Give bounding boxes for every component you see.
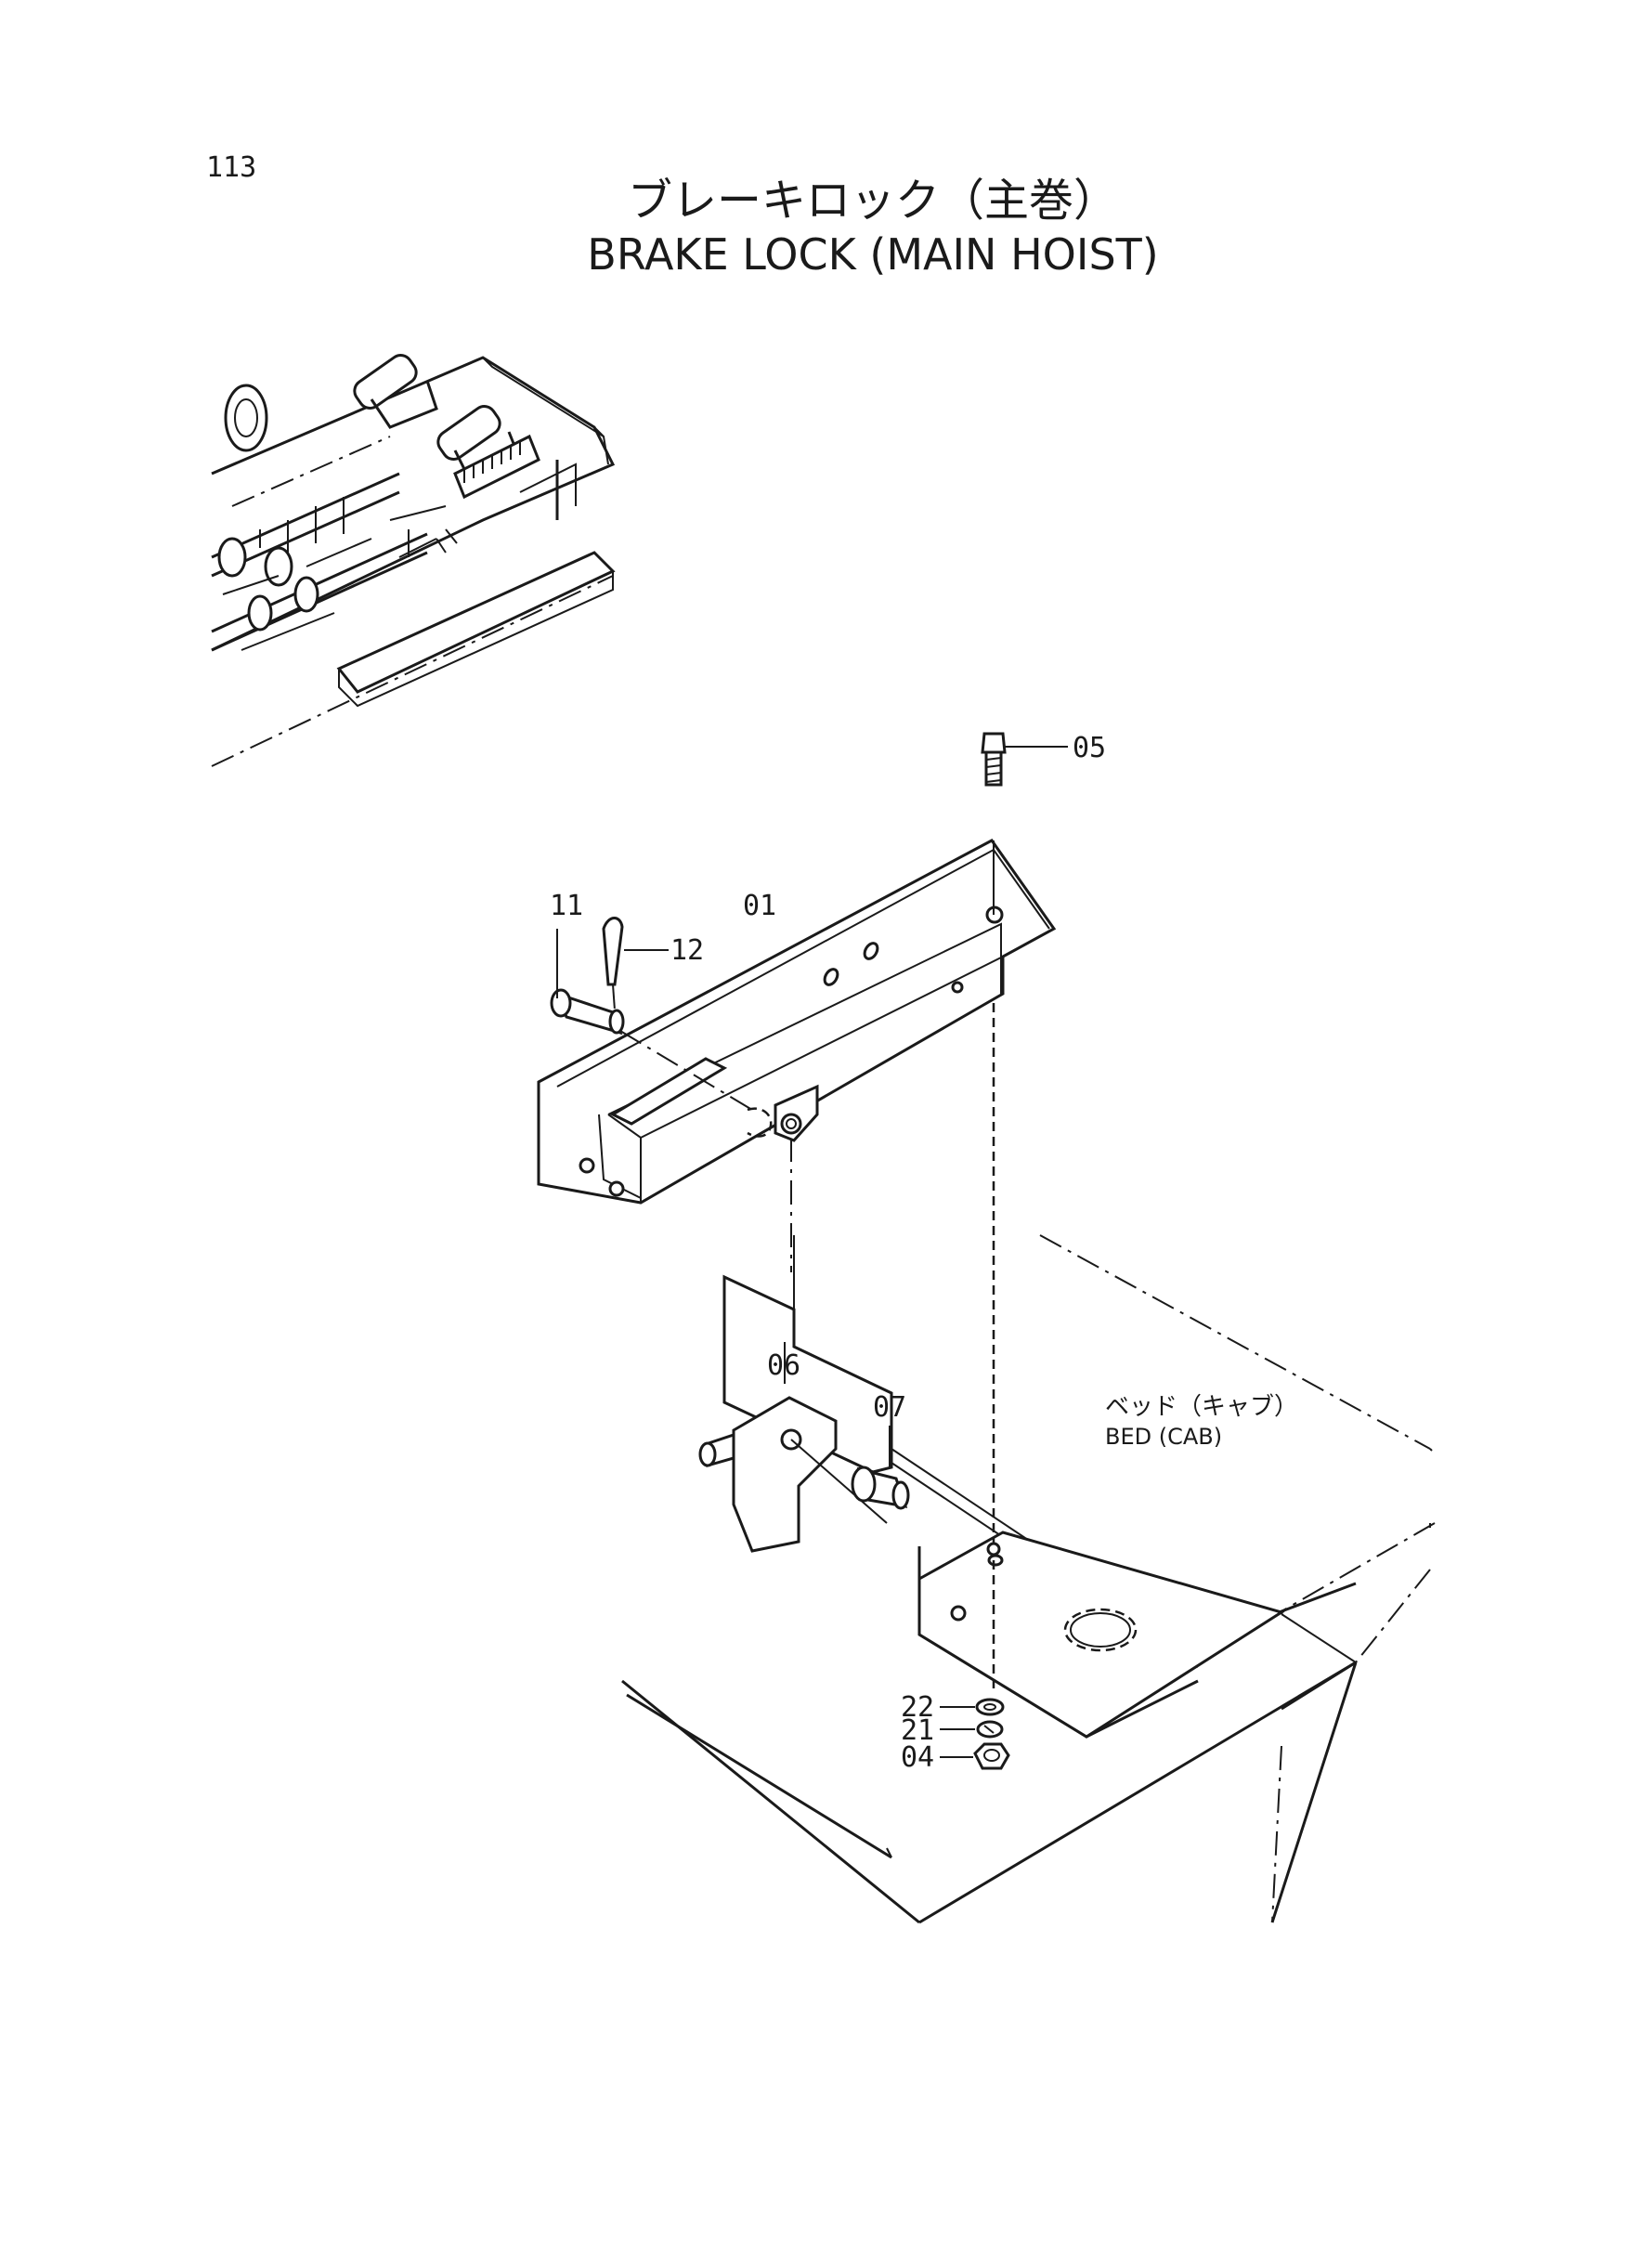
bolt-05 [981, 732, 1068, 1690]
callout-05: 05 [1073, 732, 1106, 764]
callout-01: 01 [743, 890, 776, 922]
callout-22: 22 [901, 1691, 934, 1724]
callout-07: 07 [873, 1391, 906, 1424]
page-number: 113 [206, 151, 256, 184]
callout-21: 21 [901, 1714, 934, 1747]
title-english: BRAKE LOCK (MAIN HOIST) [587, 229, 1158, 280]
lock-washer-21 [940, 1720, 1004, 1739]
title-japanese: ブレーキロック（主巻） [628, 175, 1118, 227]
bed-label-english: BED (CAB) [1105, 1424, 1222, 1450]
callout-11: 11 [550, 890, 583, 922]
callout-06: 06 [767, 1349, 800, 1382]
callout-04: 04 [901, 1741, 934, 1774]
bed-label-japanese: ベッド（キャブ） [1105, 1393, 1298, 1421]
callout-12: 12 [670, 934, 704, 967]
lock-lever-06 [698, 1342, 888, 1553]
bracket-plate [722, 1138, 893, 1474]
nut-04 [940, 1742, 1010, 1770]
bushing-07 [851, 1426, 910, 1510]
clevis-pin-11 [550, 929, 753, 1111]
cotter-pin-12 [602, 917, 669, 1011]
washer-22 [940, 1698, 1005, 1716]
mounting-base-plate [917, 1531, 1285, 1739]
inset-overview-drawing [211, 354, 616, 767]
